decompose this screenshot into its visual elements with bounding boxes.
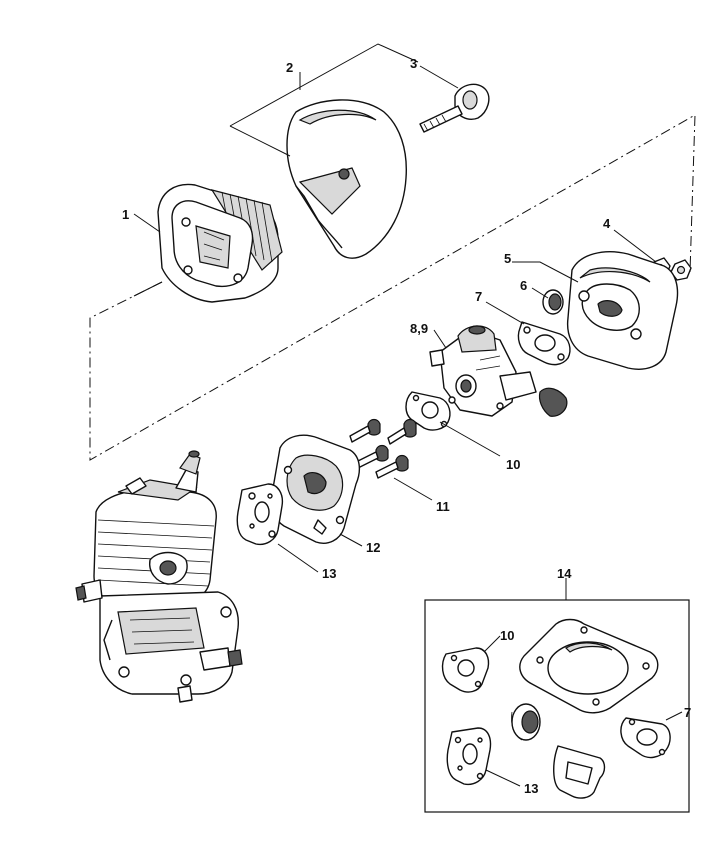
kit-cylinder-gasket[interactable] [519, 618, 659, 714]
intake-flange-part[interactable] [270, 434, 361, 544]
knob-screw-part[interactable] [419, 83, 490, 133]
carburetor-part[interactable] [429, 325, 568, 417]
kit-carb-gasket[interactable] [441, 647, 490, 693]
callout-6: 6 [520, 278, 527, 293]
kit-seal-ring[interactable] [511, 703, 541, 741]
callout-10: 10 [506, 457, 520, 472]
leader-lines [133, 43, 683, 787]
callout-3: 3 [410, 56, 417, 71]
callout-11: 11 [436, 499, 450, 514]
kit-callout-10: 10 [500, 628, 514, 643]
callout-5: 5 [504, 251, 511, 266]
kit-flange-gasket[interactable] [446, 727, 492, 786]
engine-assembly [75, 450, 243, 703]
assembly-line [89, 114, 696, 461]
gasket-part[interactable] [517, 321, 571, 366]
kit-callout-7: 7 [684, 705, 691, 720]
callout-4: 4 [603, 216, 611, 231]
callout-8-9: 8,9 [410, 321, 428, 336]
kit-gasket-7[interactable] [620, 717, 671, 759]
callout-14: 14 [557, 566, 572, 581]
filter-cover-part[interactable] [286, 99, 407, 259]
callout-1: 1 [122, 207, 129, 222]
callout-13: 13 [322, 566, 336, 581]
kit-muffler-gasket[interactable] [553, 745, 606, 799]
kit-callout-13: 13 [524, 781, 538, 796]
callout-7: 7 [475, 289, 482, 304]
carb-gasket-part[interactable] [405, 391, 451, 431]
callout-12: 12 [366, 540, 380, 555]
callout-labels: 1 2 3 4 5 6 7 8,9 10 11 12 13 14 10 7 13 [122, 56, 691, 796]
screws-part[interactable] [349, 418, 417, 479]
housing-part[interactable] [566, 251, 679, 370]
air-filter-part[interactable] [157, 183, 283, 303]
flange-gasket-part[interactable] [236, 483, 284, 546]
callout-2: 2 [286, 60, 293, 75]
gasket-kit-box [424, 599, 690, 813]
seal-ring-part[interactable] [542, 289, 564, 315]
